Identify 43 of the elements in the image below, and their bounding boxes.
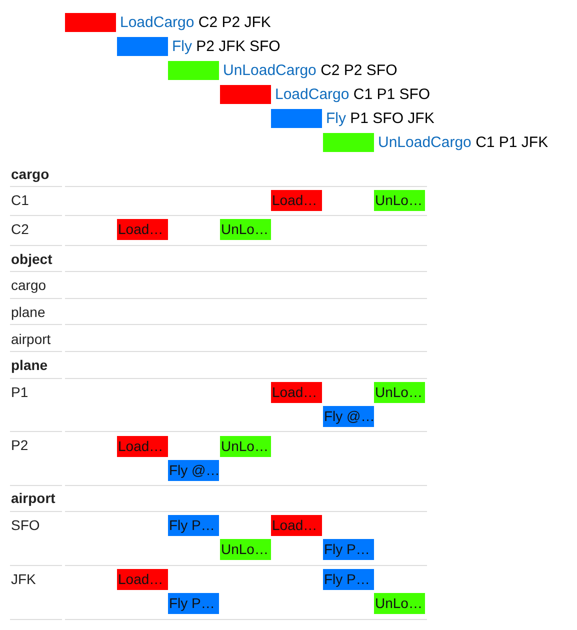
row-label: P1: [11, 384, 28, 400]
action-bar: Fly P…: [323, 569, 374, 590]
action-bar: Load…: [117, 219, 168, 240]
section-heading: plane: [11, 357, 48, 373]
row-label: JFK: [11, 571, 36, 587]
timeline-bar: [220, 85, 271, 104]
row-label: airport: [11, 331, 51, 347]
timeline-bar: [117, 37, 168, 56]
action-label: LoadCargo C2 P2 JFK: [120, 13, 271, 32]
row-label: C2: [11, 221, 29, 237]
action-bar: Fly @…: [323, 406, 374, 427]
action-bar: Fly P…: [168, 515, 219, 536]
timeline-bar: [271, 109, 322, 128]
action-label: LoadCargo C1 P1 SFO: [275, 85, 430, 104]
action-label: UnLoadCargo C2 P2 SFO: [223, 61, 398, 80]
action-bar: Load…: [117, 569, 168, 590]
action-label: Fly P2 JFK SFO: [172, 37, 280, 56]
timeline-bar: [168, 61, 219, 80]
action-bar: Load…: [117, 436, 168, 457]
action-label: Fly P1 SFO JFK: [326, 109, 434, 128]
action-bar: UnLo…: [374, 190, 425, 211]
action-bar: UnLo…: [374, 593, 425, 614]
action-bar: Load…: [271, 515, 322, 536]
section-heading: airport: [11, 490, 56, 506]
action-label: UnLoadCargo C1 P1 JFK: [378, 133, 548, 152]
action-bar: Load…: [271, 190, 322, 211]
row-label: C1: [11, 192, 29, 208]
row-label: P2: [11, 437, 28, 453]
action-bar: Fly @…: [168, 460, 219, 481]
action-bar: UnLo…: [374, 382, 425, 403]
section-heading: object: [11, 251, 52, 267]
action-bar: Load…: [271, 382, 322, 403]
action-bar: UnLo…: [220, 539, 271, 560]
action-bar: Fly P…: [323, 539, 374, 560]
timeline-bar: [323, 133, 374, 152]
timeline-bar: [65, 13, 116, 32]
action-bar: UnLo…: [220, 436, 271, 457]
row-label: SFO: [11, 517, 40, 533]
row-label: plane: [11, 304, 46, 320]
action-bar: UnLo…: [220, 219, 271, 240]
section-heading: cargo: [11, 166, 50, 182]
row-label: cargo: [11, 277, 46, 293]
action-bar: Fly P…: [168, 593, 219, 614]
